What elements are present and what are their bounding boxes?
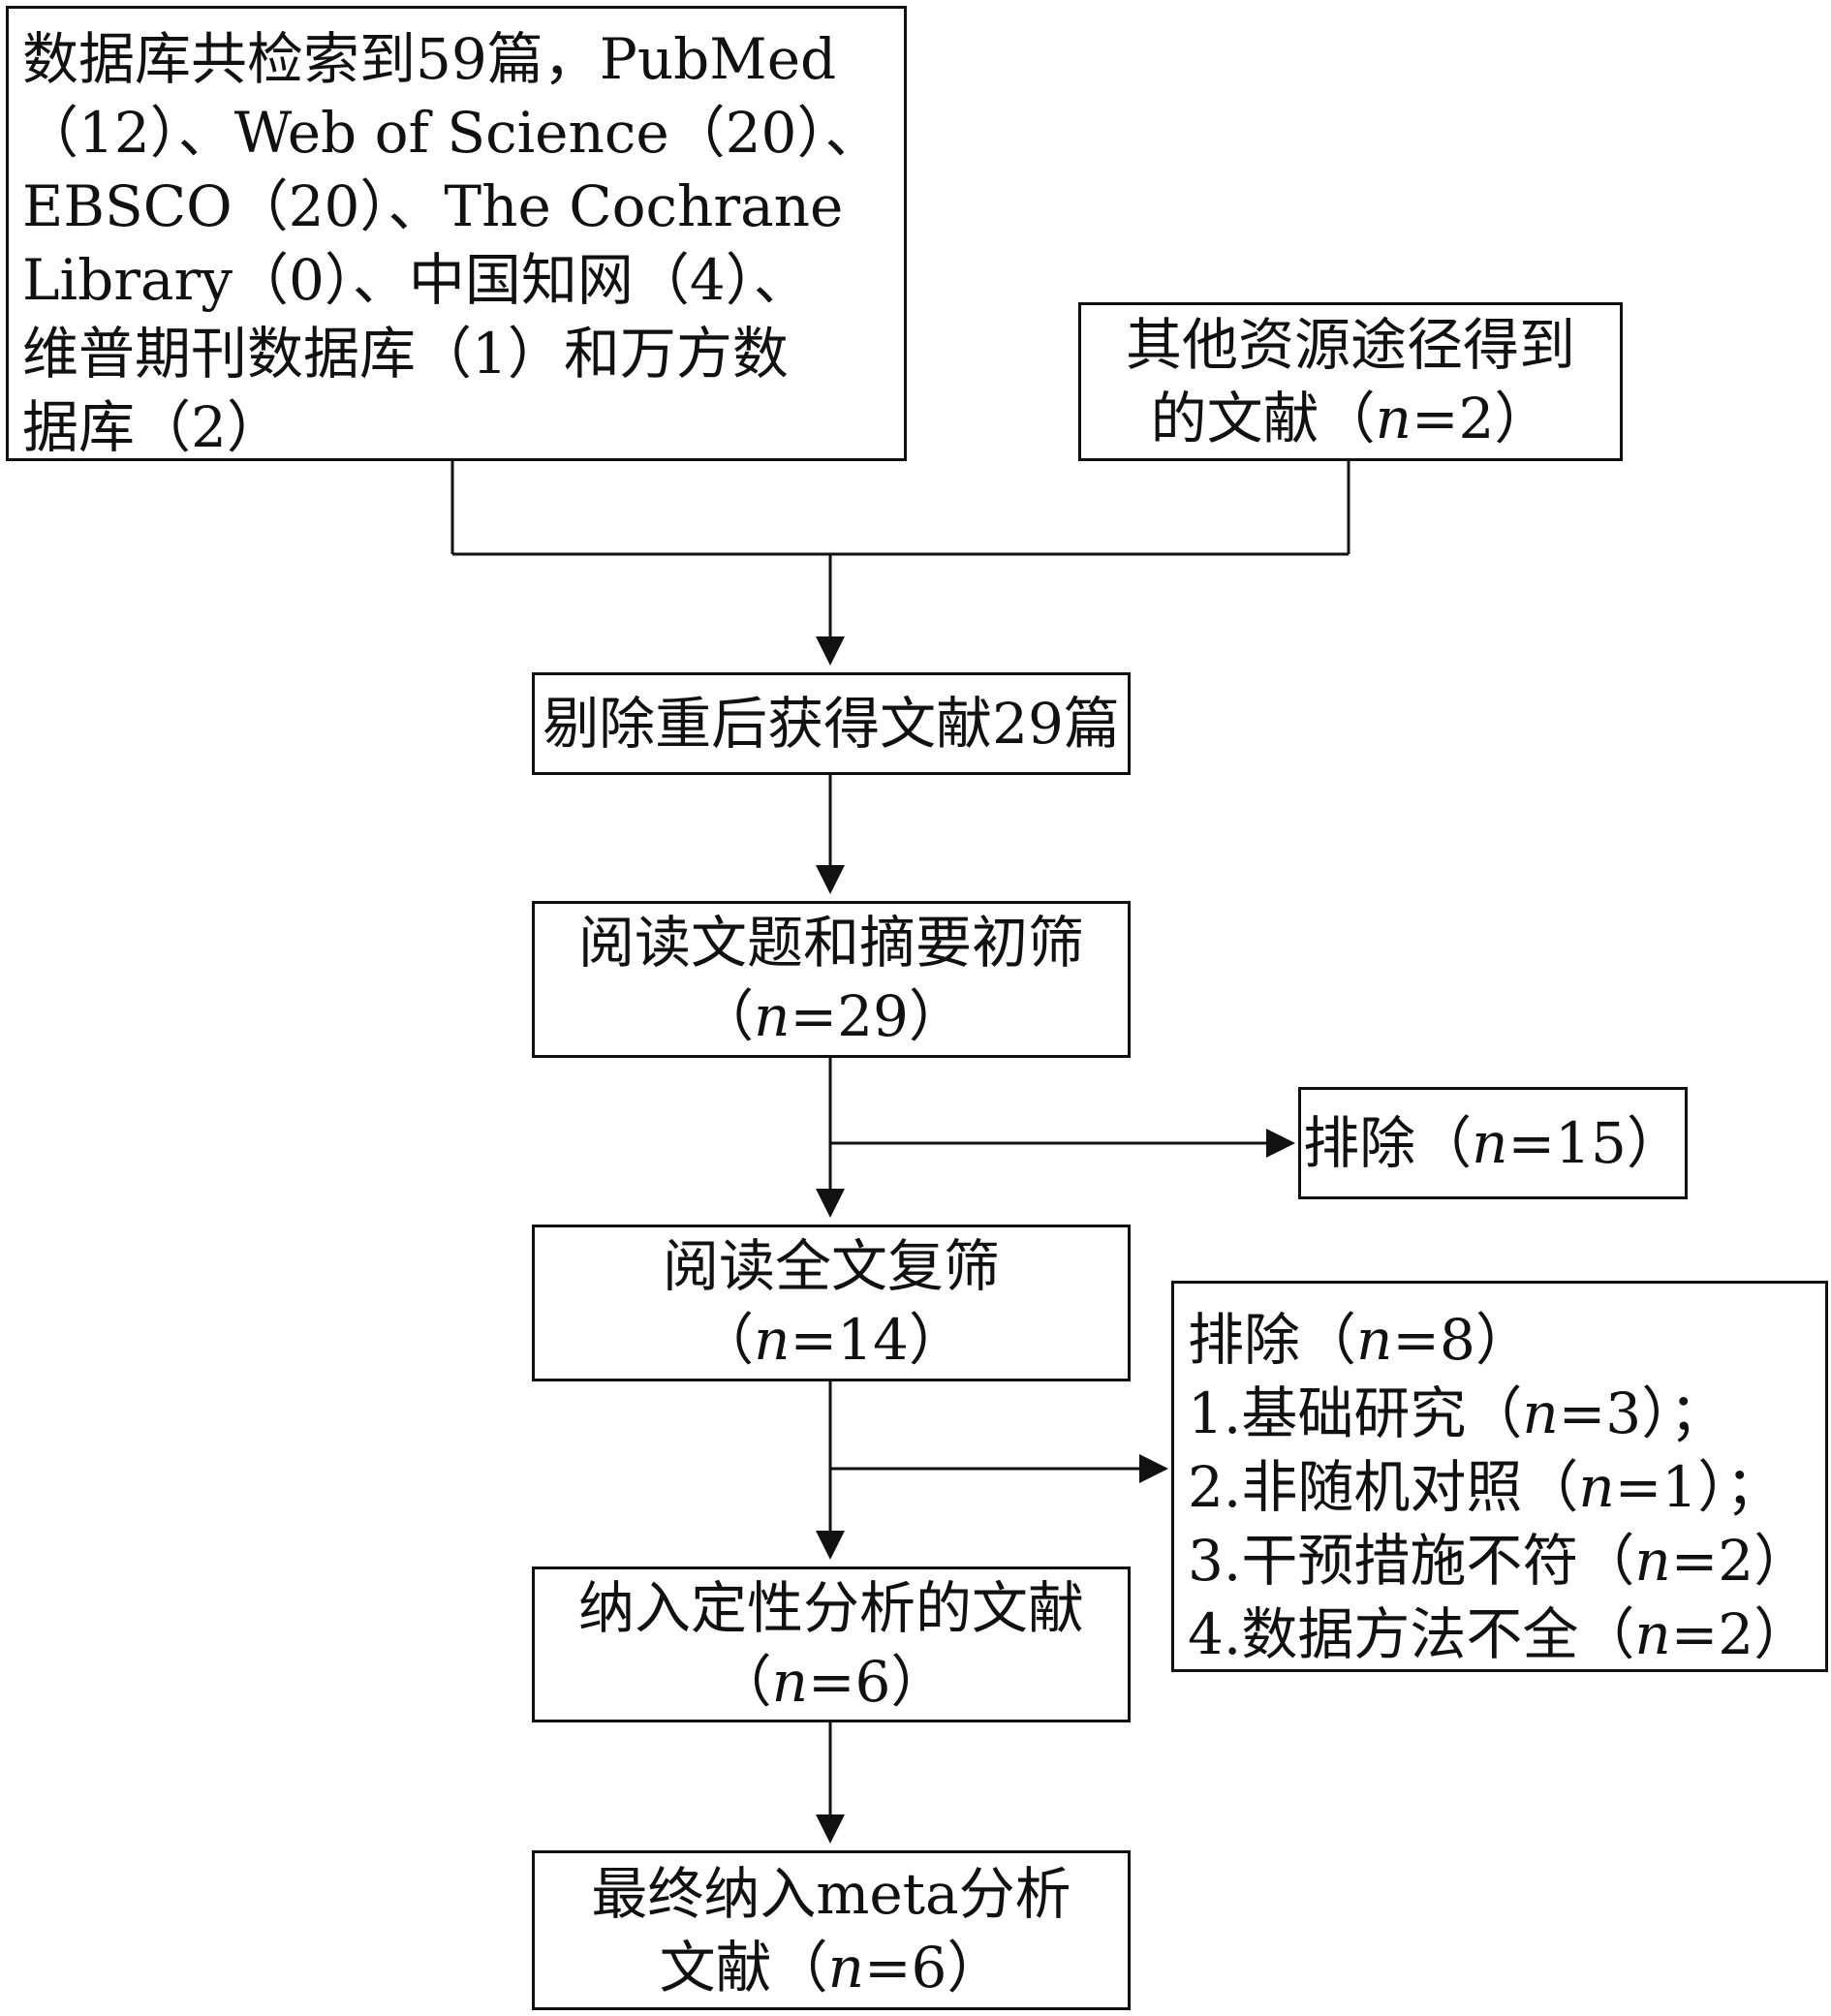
exclude-reason-3: 3.干预措施不符（n=2） (1188, 1528, 1811, 1594)
database-search-box: 数据库共检索到59篇，PubMed （12）、Web of Science（20… (6, 6, 907, 461)
exclude-second-header: 排除（n=8） (1188, 1307, 1532, 1373)
dedup-box: 剔除重后获得文献29篇 (532, 672, 1131, 775)
exclude-first-text: 排除（n=15） (1303, 1110, 1683, 1176)
exclude-reason-2: 2.非随机对照（n=1）； (1188, 1454, 1783, 1520)
database-line-6: 据库（2） (22, 394, 283, 460)
fulltext-box: 阅读全文复筛 （n=14） (532, 1225, 1131, 1381)
qualitative-line-1: 纳入定性分析的文献 (577, 1574, 1084, 1641)
exclude-reason-1: 1.基础研究（n=3）； (1188, 1380, 1726, 1446)
exclude-second-box: 排除（n=8） 1.基础研究（n=3）； 2.非随机对照（n=1）； 3.干预措… (1171, 1281, 1828, 1672)
other-sources-line-2: 的文献（n=2） (1150, 386, 1551, 451)
database-line-3: EBSCO（20）、The Cochrane (22, 173, 844, 239)
qualitative-count: （n=6） (715, 1648, 947, 1715)
qualitative-box: 纳入定性分析的文献 （n=6） (532, 1566, 1131, 1722)
title-abstract-line-1: 阅读文题和摘要初筛 (577, 910, 1084, 976)
database-line-2: （12）、Web of Science（20）、 (22, 100, 882, 166)
meta-count: 文献（n=6） (659, 1934, 1004, 2000)
exclude-reason-4: 4.数据方法不全（n=2） (1188, 1601, 1811, 1667)
fulltext-count: （n=14） (698, 1307, 965, 1373)
exclude-first-box: 排除（n=15） (1298, 1087, 1688, 1199)
database-line-4: Library（0）、中国知网（4）、 (22, 247, 810, 313)
database-line-1: 数据库共检索到59篇，PubMed (22, 26, 837, 92)
meta-analysis-box: 最终纳入meta分析 文献（n=6） (532, 1850, 1131, 2010)
dedup-text: 剔除重后获得文献29篇 (543, 691, 1120, 757)
database-line-5: 维普期刊数据库（1）和万方数 (22, 321, 789, 387)
other-sources-box: 其他资源途径得到 的文献（n=2） (1078, 302, 1623, 461)
fulltext-line-1: 阅读全文复筛 (662, 1233, 1000, 1299)
title-abstract-count: （n=29） (698, 983, 965, 1049)
other-sources-line-1: 其他资源途径得到 (1125, 312, 1575, 378)
meta-line-1: 最终纳入meta分析 (591, 1860, 1071, 1927)
title-abstract-box: 阅读文题和摘要初筛 （n=29） (532, 901, 1131, 1058)
